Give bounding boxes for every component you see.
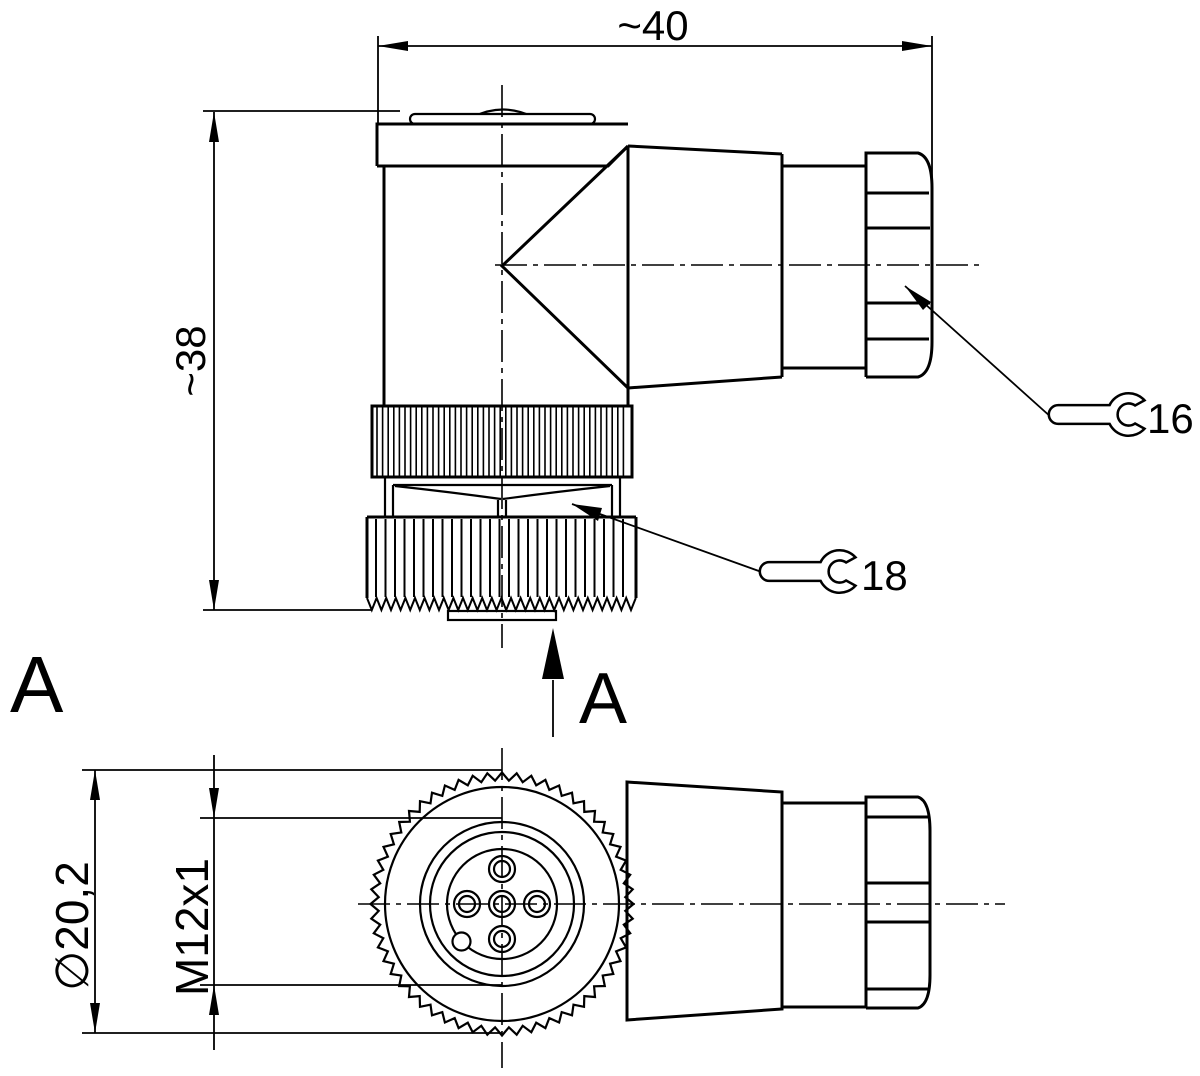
dimension-thread: M12x1	[166, 755, 502, 1050]
gland-cylinder	[782, 164, 866, 370]
wrench-18-icon	[758, 548, 858, 595]
dim-arrow-top	[209, 112, 219, 142]
dimension-height: ~38	[167, 110, 400, 611]
dimension-diameter: ∅20,2	[46, 769, 502, 1034]
front-view	[368, 770, 932, 1038]
front-gland-cap	[864, 795, 932, 1010]
thread-label: M12x1	[166, 858, 218, 996]
dim-arrow-right	[902, 41, 932, 51]
dim-arrow-left	[378, 41, 408, 51]
side-view	[365, 108, 934, 622]
leader-line-16	[904, 285, 1053, 419]
coupling-nut-lines	[375, 519, 624, 597]
section-marker: A A	[10, 628, 627, 739]
section-label-left: A	[10, 640, 64, 729]
dia-arrow-bottom	[90, 1003, 100, 1033]
wrench-16-icon	[1047, 391, 1147, 438]
dim-arrow-bottom	[209, 580, 219, 610]
section-arrow-head	[542, 628, 564, 679]
section-label: A	[579, 659, 627, 739]
leader-line-18	[571, 503, 771, 576]
wrench-16-label: 16	[1147, 395, 1194, 442]
leader-arrow-16	[905, 286, 931, 310]
wrench-16-callout: 16	[904, 285, 1194, 442]
body-outline	[382, 146, 630, 406]
wrench-18-callout: 18	[571, 503, 908, 599]
height-dimension-label: ~38	[167, 325, 214, 396]
keyway-notch	[451, 931, 472, 952]
front-gland-cylinder	[782, 801, 866, 1009]
dimension-width: ~40	[377, 2, 933, 270]
knurl-ring-lines	[376, 407, 625, 476]
leader-arrow-18	[572, 504, 602, 521]
body-chevron	[499, 144, 630, 390]
connector-tip	[446, 609, 558, 622]
thread-arrow-bottom	[209, 985, 219, 1015]
thread-arrow-top	[209, 788, 219, 818]
wrench-18-label: 18	[861, 552, 908, 599]
width-dimension-label: ~40	[617, 2, 688, 49]
gland-cone	[627, 144, 784, 390]
front-gland-cone	[625, 780, 784, 1022]
dia-arrow-top	[90, 770, 100, 800]
diameter-label: ∅20,2	[46, 861, 98, 991]
